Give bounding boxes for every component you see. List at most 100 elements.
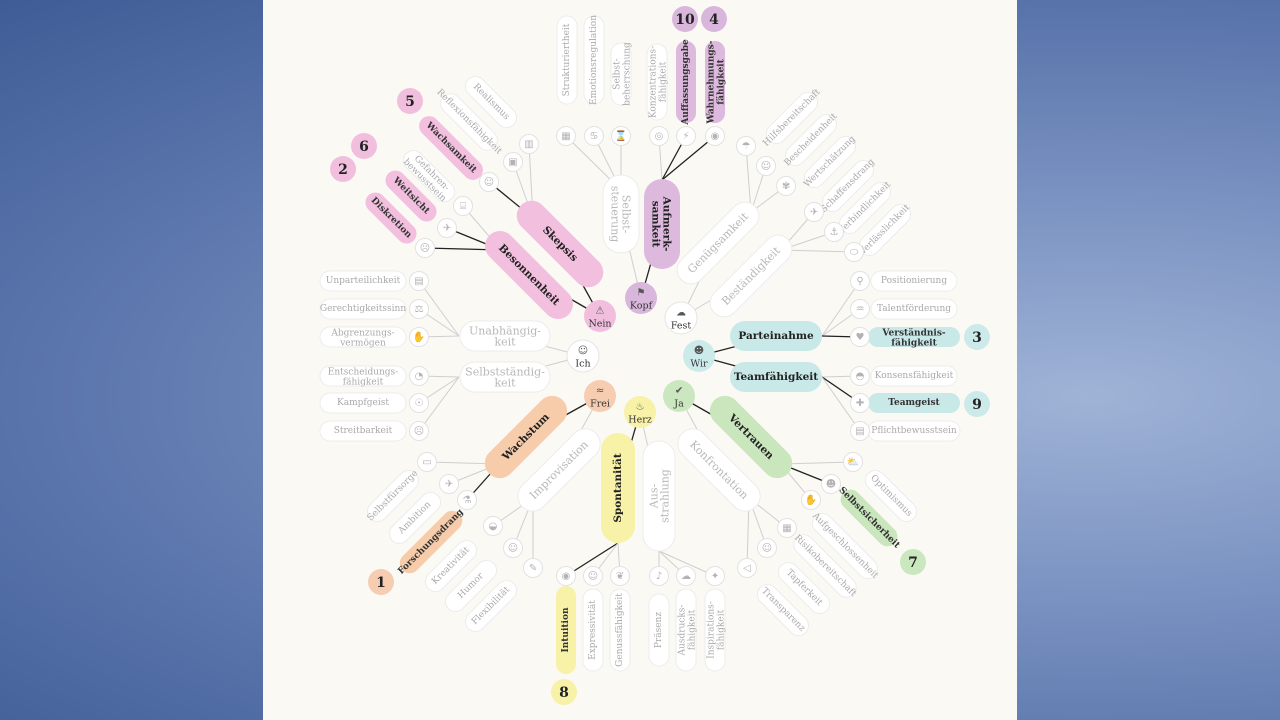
branch-9[interactable]: Teamfähigkeit bbox=[730, 362, 822, 392]
core-node-nein[interactable]: ⚠Nein bbox=[584, 300, 616, 332]
leaf-top-1[interactable]: Emotionsregulation bbox=[583, 15, 605, 105]
leaf-left-2[interactable]: Abgrenzungs-vermögen bbox=[319, 326, 407, 349]
leaf-bottom_left-1[interactable]: Ambition bbox=[385, 488, 444, 547]
leaf-bottom-2[interactable]: Genussfähigkeit bbox=[609, 588, 631, 672]
svg-text:♥: ♥ bbox=[856, 332, 865, 343]
branch-10[interactable]: Wachstum bbox=[479, 390, 574, 485]
core-node-kopf[interactable]: ⚑ Kopf bbox=[625, 282, 657, 314]
core-label: Herz bbox=[628, 415, 651, 426]
branch-7[interactable]: Selbstständig-keit bbox=[459, 361, 551, 393]
leaf-icon-top_left-3: ⌸ bbox=[453, 196, 473, 216]
pill-shape bbox=[793, 534, 857, 598]
leaf-right-5[interactable]: Pflichtbewusstsein bbox=[867, 420, 961, 442]
rank-number: 10 bbox=[675, 12, 695, 28]
core-node-ja[interactable]: ✔Ja bbox=[663, 380, 695, 412]
svg-text:⛅: ⛅ bbox=[847, 456, 859, 468]
core-label: Nein bbox=[588, 319, 611, 330]
pill-shape bbox=[459, 320, 551, 352]
leaf-bottom-0[interactable]: Intuition bbox=[556, 586, 576, 674]
pill-shape bbox=[840, 489, 898, 547]
pill-shape bbox=[821, 159, 875, 213]
svg-text:✈: ✈ bbox=[445, 479, 453, 490]
core-label: Wir bbox=[690, 359, 708, 370]
branch-6[interactable]: Unabhängig-keit bbox=[459, 320, 551, 352]
leaf-left-4[interactable]: Kampfgeist bbox=[319, 392, 407, 414]
leaf-left-5[interactable]: Streitbarkeit bbox=[319, 420, 407, 442]
leaf-bottom-3[interactable]: Präsenz bbox=[648, 593, 670, 667]
pill-shape bbox=[319, 392, 407, 414]
core-node-ich[interactable]: ☺Ich bbox=[566, 339, 600, 373]
rank-badge-9: 9 bbox=[964, 391, 990, 417]
branch-13[interactable]: Aus-strahlung bbox=[642, 440, 676, 552]
pill-shape bbox=[319, 420, 407, 442]
leaf-icon-bottom-5: ✦ bbox=[705, 566, 725, 586]
svg-text:⚲: ⚲ bbox=[856, 276, 863, 287]
svg-text:☂: ☂ bbox=[742, 141, 751, 152]
core-node-frei[interactable]: ≈Frei bbox=[584, 380, 616, 412]
core-label: Ich bbox=[575, 359, 590, 370]
leaf-left-0[interactable]: Unparteilichkeit bbox=[319, 270, 407, 292]
pill-shape bbox=[366, 469, 420, 523]
leaf-bottom-1[interactable]: Expressivität bbox=[582, 588, 604, 672]
leaf-top_left-4[interactable]: Weitsicht bbox=[381, 166, 440, 225]
pill-label: Teamgeist bbox=[888, 398, 940, 408]
leaf-icon-bottom-0: ◉ bbox=[556, 566, 576, 586]
core-label: Kopf bbox=[630, 301, 654, 312]
core-label: Ja bbox=[673, 399, 684, 410]
core-node-wir[interactable]: ☻Wir bbox=[683, 340, 715, 372]
pill-shape bbox=[388, 491, 442, 545]
leaf-right-1[interactable]: Talentförderung bbox=[870, 298, 958, 320]
leaf-top-2[interactable]: Selbst-beherrschung bbox=[610, 42, 633, 106]
rank-number: 8 bbox=[559, 685, 569, 701]
pill-label: Aus-strahlung bbox=[647, 469, 671, 523]
leaf-icon-top-2: ⌛ bbox=[611, 126, 631, 146]
branch-1[interactable]: Aufmerk-samkeit bbox=[644, 179, 680, 269]
leaf-icon-bottom_right-2: ✋ bbox=[801, 490, 821, 510]
leaf-top-5[interactable]: Wahrnehmungs-fähigkeit bbox=[705, 40, 727, 124]
pill-shape bbox=[319, 298, 407, 320]
branch-0[interactable]: Selbst-steuerung bbox=[602, 174, 640, 254]
leaf-connector bbox=[565, 542, 619, 577]
pill-label: Entscheidungs-fähigkeit bbox=[328, 368, 398, 388]
core-node-herz[interactable]: ♨Herz bbox=[624, 396, 656, 428]
leaf-right-0[interactable]: Positionierung bbox=[870, 270, 958, 292]
leaf-right-4[interactable]: Teamgeist bbox=[868, 393, 960, 413]
svg-text:◁: ◁ bbox=[743, 563, 751, 574]
branch-12[interactable]: Spontanität bbox=[601, 433, 635, 543]
pill-label: Konzentrations-fähigkeit bbox=[649, 46, 669, 118]
pill-shape bbox=[730, 321, 822, 351]
pill-shape bbox=[444, 559, 498, 613]
leaf-right-2[interactable]: Verständnis-fähigkeit bbox=[868, 327, 960, 349]
svg-text:♪: ♪ bbox=[656, 571, 662, 582]
flag-icon: ⚑ bbox=[637, 288, 646, 299]
leaf-left-1[interactable]: Gerechtigkeitssinn bbox=[319, 298, 407, 320]
leaf-top-3[interactable]: Konzentrations-fähigkeit bbox=[646, 43, 669, 121]
pill-shape bbox=[402, 149, 456, 203]
svg-text:☺: ☺ bbox=[484, 177, 494, 188]
svg-text:✚: ✚ bbox=[856, 398, 864, 409]
pill-label: Auffassungsgabe bbox=[681, 39, 691, 126]
pill-shape bbox=[516, 200, 604, 288]
leaf-top-4[interactable]: Auffassungsgabe bbox=[676, 39, 696, 126]
svg-text:☹: ☹ bbox=[414, 426, 424, 437]
pill-shape bbox=[677, 428, 761, 512]
branch-8[interactable]: Parteinahme bbox=[730, 321, 822, 351]
svg-text:♒: ♒ bbox=[856, 304, 865, 315]
leaf-bottom-5[interactable]: Inspirations-fähigkeit bbox=[704, 588, 727, 672]
leaf-top-0[interactable]: Strukturiertheit bbox=[556, 15, 578, 105]
leaf-icon-right-3: ◓ bbox=[850, 366, 870, 386]
leaf-icon-top_right-3: ✈ bbox=[804, 202, 824, 222]
leaf-bottom-4[interactable]: Ausdrucks-fähigkeit bbox=[675, 588, 698, 672]
pill-label: Emotionsregulation bbox=[589, 15, 599, 105]
leaf-icon-right-1: ♒ bbox=[850, 299, 870, 319]
pill-label: Unparteilichkeit bbox=[326, 276, 401, 286]
core-node-fest[interactable]: ☁Fest bbox=[664, 301, 698, 335]
leaf-icon-top-1: ♋ bbox=[584, 126, 604, 146]
rank-number: 9 bbox=[972, 397, 982, 413]
svg-text:☺: ☺ bbox=[761, 161, 771, 172]
leaf-right-3[interactable]: Konsensfähigkeit bbox=[870, 365, 958, 387]
leaf-icon-bottom_left-0: ▭ bbox=[417, 452, 437, 472]
pill-shape bbox=[464, 75, 518, 129]
rank-number: 5 bbox=[405, 94, 415, 110]
leaf-left-3[interactable]: Entscheidungs-fähigkeit bbox=[319, 365, 407, 388]
